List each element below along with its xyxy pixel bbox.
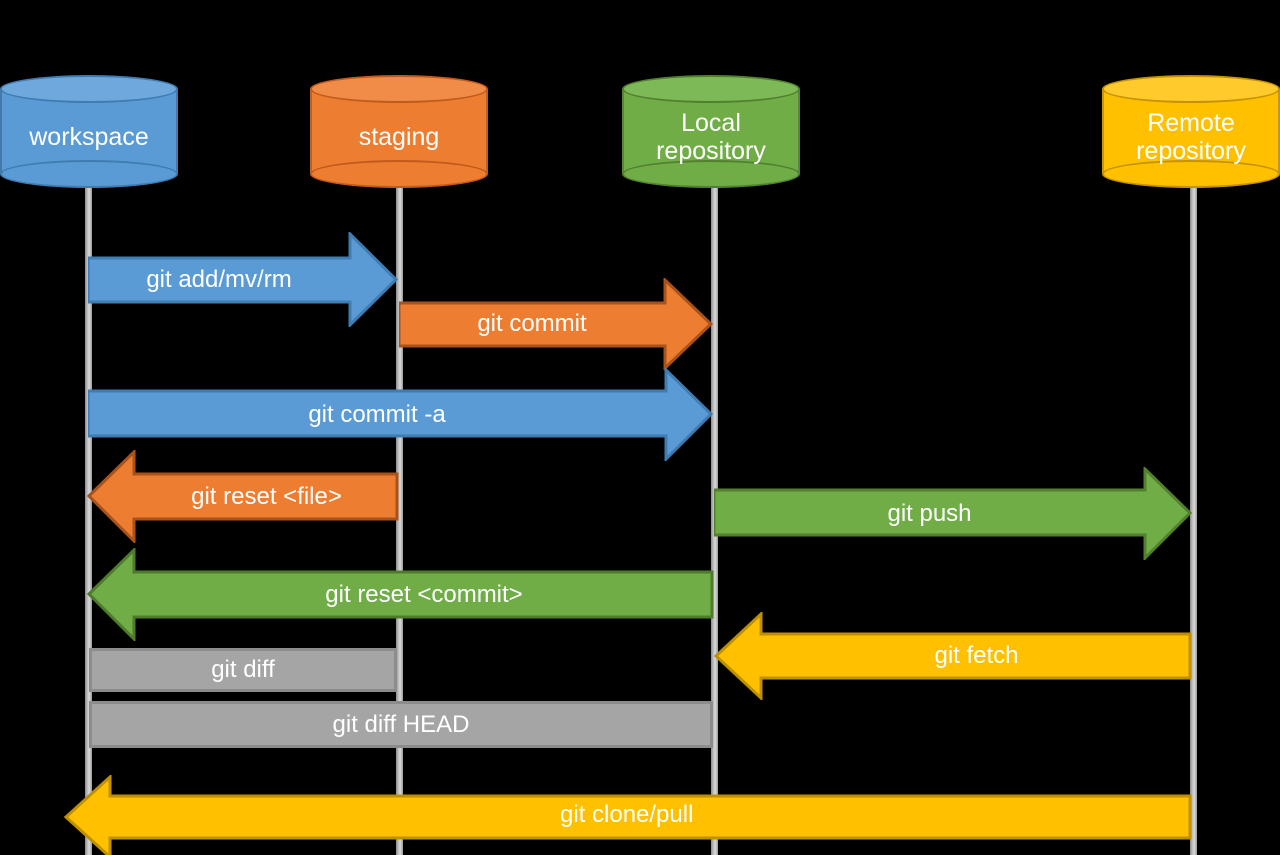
flow-label-git-diff: git diff	[211, 656, 275, 683]
flow-git-commit[interactable]: git commit	[399, 278, 713, 370]
node-local-repository[interactable]: Local repository	[622, 75, 800, 188]
lifeline-staging	[396, 160, 403, 855]
node-workspace[interactable]: workspace	[0, 75, 178, 188]
flow-git-clone-pull[interactable]: git clone/pull	[64, 775, 1192, 855]
flow-git-fetch[interactable]: git fetch	[714, 612, 1192, 700]
remote-repository-cylinder-bottom	[1102, 160, 1280, 188]
lifeline-workspace	[85, 160, 92, 855]
local-repository-cylinder-body	[622, 89, 800, 174]
flow-label-git-diff-head: git diff HEAD	[332, 710, 470, 738]
workspace-cylinder-top	[0, 75, 178, 103]
node-remote-repository[interactable]: Remote repository	[1102, 75, 1280, 188]
flow-git-reset-commit[interactable]: git reset <commit>	[87, 548, 714, 641]
flow-git-diff[interactable]: git diff	[89, 648, 397, 692]
remote-repository-cylinder-top	[1102, 75, 1280, 103]
flow-git-add-mv-rm[interactable]: git add/mv/rm	[88, 232, 398, 327]
local-repository-cylinder-top	[622, 75, 800, 103]
staging-cylinder-bottom	[310, 160, 488, 188]
flow-git-commit-a[interactable]: git commit -a	[88, 368, 713, 461]
node-label-staging: staging	[358, 122, 440, 151]
flow-git-push[interactable]: git push	[714, 467, 1192, 560]
node-label-workspace: workspace	[29, 122, 149, 151]
flow-git-diff-head[interactable]: git diff HEAD	[89, 701, 713, 748]
lifeline-remote-repository	[1190, 160, 1197, 855]
node-label-local-repository: Local repository	[656, 108, 766, 165]
node-label-remote-repository: Remote repository	[1136, 108, 1246, 165]
staging-cylinder-top	[310, 75, 488, 103]
node-staging[interactable]: staging	[310, 75, 488, 188]
local-repository-cylinder-bottom	[622, 160, 800, 188]
workspace-cylinder-bottom	[0, 160, 178, 188]
flow-git-reset-file[interactable]: git reset <file>	[87, 450, 399, 543]
